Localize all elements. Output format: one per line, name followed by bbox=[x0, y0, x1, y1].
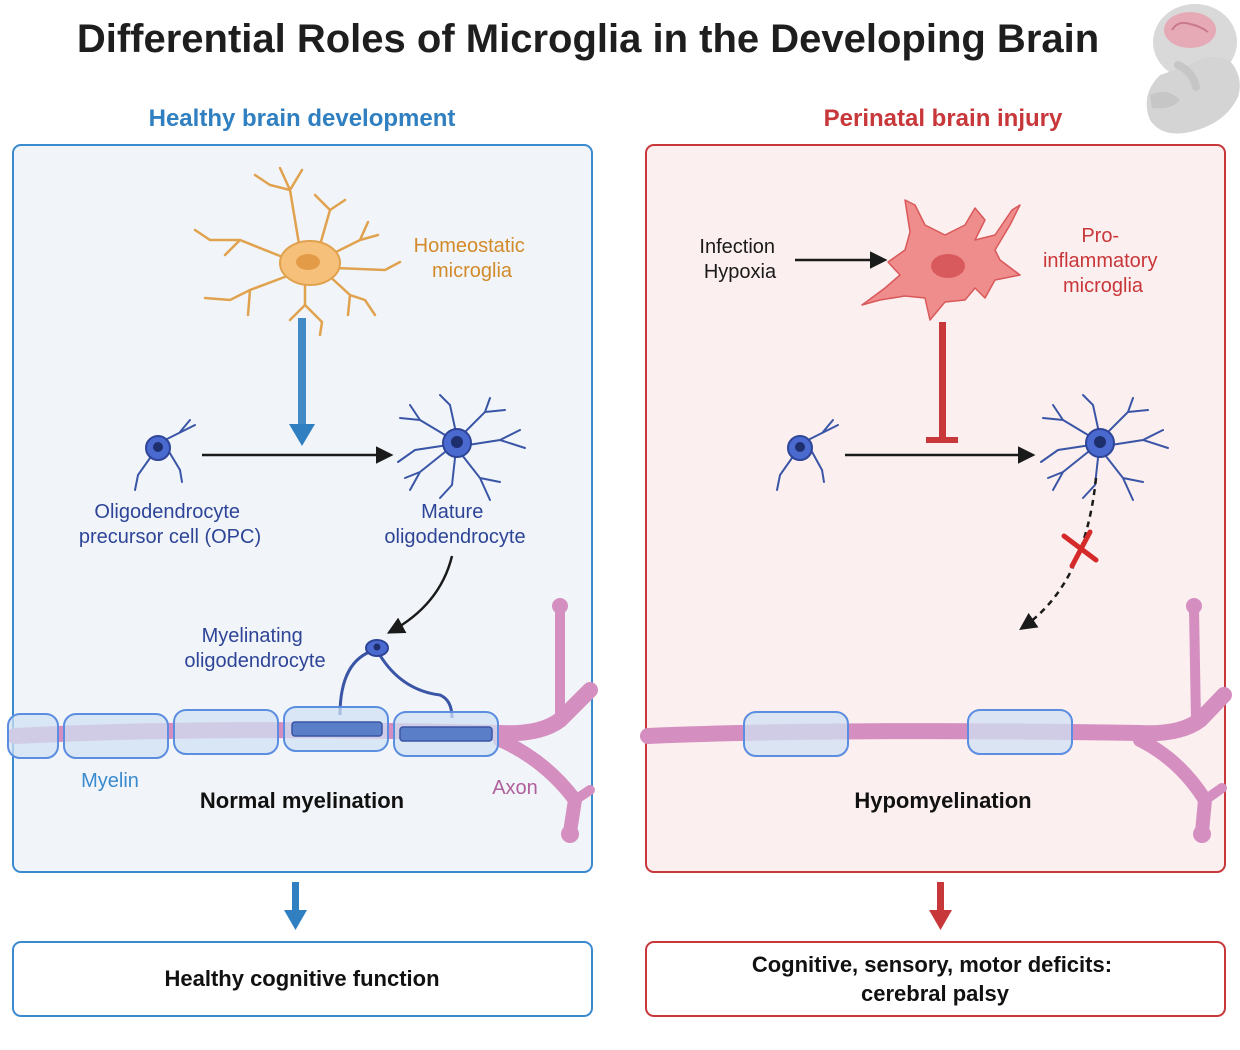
injury-header: Perinatal brain injury bbox=[824, 105, 1063, 132]
blocked-myelination-arrow bbox=[1019, 477, 1098, 630]
myelin-segment bbox=[63, 713, 169, 759]
injury-outcome-line-1: Cognitive, sensory, motor deficits: bbox=[752, 952, 1112, 977]
trigger-hypoxia: Hypoxia bbox=[704, 261, 777, 283]
myelin-segment bbox=[173, 709, 279, 755]
injury-panel bbox=[645, 144, 1226, 873]
inflammatory-label-line-1: Pro- bbox=[1081, 225, 1119, 247]
opc-cell-injury bbox=[776, 419, 839, 491]
injury-outcome-box bbox=[645, 941, 1226, 1017]
opc-cell bbox=[134, 419, 196, 491]
myelinating-label-line-2: oligodendrocyte bbox=[184, 650, 325, 672]
inhibition-symbol bbox=[926, 322, 958, 443]
mature-label-line-1: Mature bbox=[421, 501, 483, 523]
myelin-segment bbox=[743, 711, 849, 757]
healthy-outcome-box bbox=[12, 941, 593, 1017]
myelinating-label-line-1: Myelinating bbox=[202, 625, 303, 647]
blocked-x-icon bbox=[1061, 529, 1099, 569]
myelinating-oligodendrocyte-label: Myelinating oligodendrocyte bbox=[184, 625, 325, 672]
myelin-label: Myelin bbox=[81, 770, 139, 792]
forming-myelin-wrap bbox=[399, 726, 493, 742]
inflammatory-microglia-nucleus bbox=[931, 254, 965, 278]
mature-oligodendrocyte-nucleus bbox=[451, 436, 463, 448]
inflammatory-label-line-2: inflammatory bbox=[1043, 250, 1157, 272]
forming-myelin-wrap bbox=[291, 721, 383, 737]
homeostatic-microglia-cell bbox=[193, 166, 402, 337]
myelinating-oligodendrocyte-cell bbox=[338, 639, 454, 719]
opc-nucleus bbox=[153, 442, 163, 452]
opc-label-line-2: precursor cell (OPC) bbox=[79, 526, 261, 548]
trigger-infection: Infection bbox=[699, 236, 775, 258]
homeostatic-microglia-label: Homeostatic microglia bbox=[414, 235, 531, 282]
fetus-icon bbox=[1146, 4, 1240, 134]
promotes-arrow bbox=[289, 318, 315, 446]
figure-title: Differential Roles of Microglia in the D… bbox=[77, 17, 1099, 61]
inflammatory-microglia-label: Pro- inflammatory microglia bbox=[1043, 225, 1163, 297]
myelin-sheaths-healthy bbox=[7, 706, 499, 759]
axon-label: Axon bbox=[492, 777, 538, 799]
homeostatic-label-line-2: microglia bbox=[432, 260, 513, 282]
hypomyelination-label: Hypomyelination bbox=[854, 788, 1031, 813]
mature-label-line-2: oligodendrocyte bbox=[384, 526, 525, 548]
myelin-sheaths-injury bbox=[743, 709, 1073, 757]
mature-oligodendrocyte-cell bbox=[397, 394, 526, 501]
opc-label: Oligodendrocyte precursor cell (OPC) bbox=[79, 501, 261, 548]
healthy-outcome-arrow bbox=[284, 882, 307, 930]
injury-outcome-text: Cognitive, sensory, motor deficits: cere… bbox=[752, 952, 1118, 1006]
injury-outcome-line-2: cerebral palsy bbox=[861, 981, 1010, 1006]
healthy-outcome-text: Healthy cognitive function bbox=[164, 966, 439, 991]
inflammatory-label-line-3: microglia bbox=[1063, 275, 1144, 297]
healthy-panel bbox=[12, 144, 593, 873]
homeostatic-microglia-nucleus bbox=[296, 254, 320, 270]
mature-oligodendrocyte-label: Mature oligodendrocyte bbox=[384, 501, 525, 548]
myelin-segment bbox=[7, 713, 59, 759]
homeostatic-label-line-1: Homeostatic bbox=[414, 235, 525, 257]
normal-myelination-label: Normal myelination bbox=[200, 788, 404, 813]
myelin-segment bbox=[967, 709, 1073, 755]
mature-oligodendrocyte-nucleus-injury bbox=[1094, 436, 1106, 448]
mature-oligodendrocyte-cell-injury bbox=[1040, 394, 1169, 501]
opc-nucleus-injury bbox=[795, 442, 805, 452]
opc-label-line-1: Oligodendrocyte bbox=[94, 501, 240, 523]
injury-outcome-arrow bbox=[929, 882, 952, 930]
maturation-arrow bbox=[386, 555, 454, 634]
healthy-header: Healthy brain development bbox=[149, 105, 456, 132]
injury-triggers: Infection Hypoxia bbox=[699, 236, 780, 283]
